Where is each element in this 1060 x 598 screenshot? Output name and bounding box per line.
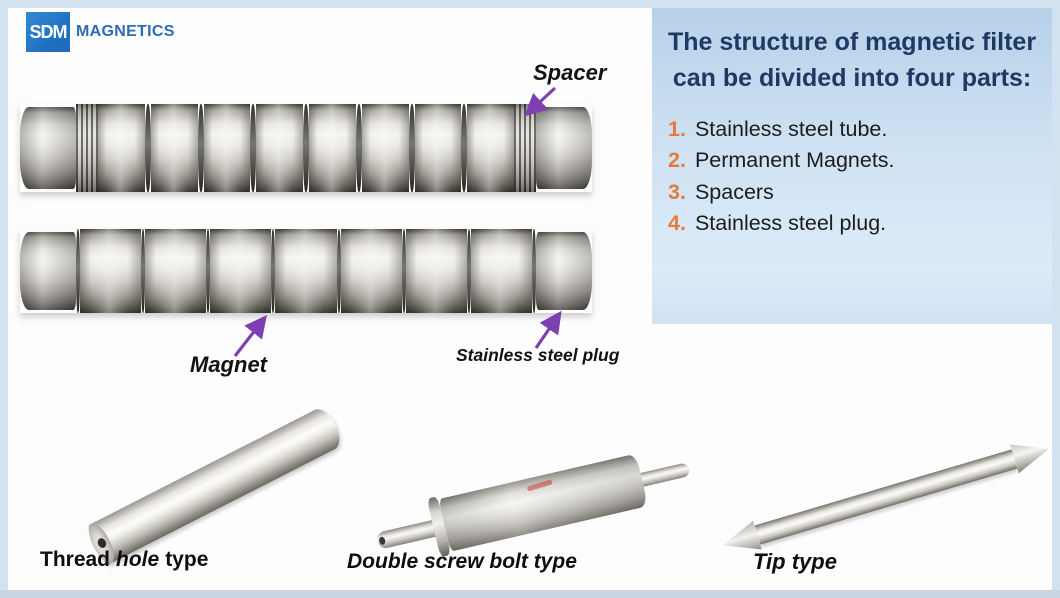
brand-name: MAGNETICS xyxy=(76,23,175,40)
frame-top xyxy=(0,0,1060,8)
label-word: Thread xyxy=(40,548,111,571)
thread-hole-rod xyxy=(83,404,346,567)
segment-ring xyxy=(144,104,151,192)
spacer-rings xyxy=(514,104,536,192)
spacer-label: Spacer xyxy=(533,60,607,85)
list-item: 1. Stainless steel tube. xyxy=(668,114,1052,146)
item-text: Permanent Magnets. xyxy=(694,148,895,172)
magnet-segment xyxy=(361,104,409,192)
item-number: 3. xyxy=(668,179,686,204)
magnet-segment xyxy=(470,229,532,313)
segment-ring xyxy=(408,104,415,192)
steel-plug-end xyxy=(536,107,592,189)
thread-hole-type-photo xyxy=(68,404,368,567)
magnet-segment xyxy=(210,229,272,313)
segment-ring xyxy=(355,104,362,192)
spacer-rings xyxy=(76,104,98,192)
magnet-segment xyxy=(414,104,462,192)
steel-plug-end xyxy=(20,232,76,310)
screw-bolt-left xyxy=(375,519,436,550)
screw-bolt-right xyxy=(640,462,691,487)
segment-ring xyxy=(466,229,471,313)
segment-ring xyxy=(141,229,146,313)
magnet-arrow-icon xyxy=(233,314,267,357)
item-number: 4. xyxy=(668,211,686,235)
magnet-segment xyxy=(150,104,198,192)
magnetic-filter-bar-plain xyxy=(20,229,592,313)
item-text: Stainless steel plug. xyxy=(694,211,887,235)
magnet-segment xyxy=(98,104,145,192)
segment-ring xyxy=(206,229,211,313)
frame-right xyxy=(1052,0,1060,598)
parts-list: 1. Stainless steel tube. 2. Permanent Magn… xyxy=(652,114,1052,240)
label-word: type xyxy=(165,548,209,571)
stainless-steel-plug-label: Stainless steel plug xyxy=(456,345,620,365)
sdm-logo-square: SDM xyxy=(26,12,70,52)
magnet-segment xyxy=(203,104,251,192)
list-item: 3. Spacers xyxy=(668,177,1052,209)
segment-ring xyxy=(401,229,406,313)
segment-ring xyxy=(76,229,80,313)
item-text: Spacers xyxy=(694,179,774,204)
magnet-segment xyxy=(467,104,514,192)
magnetic-filter-bar-with-spacers xyxy=(20,104,592,192)
magnet-segment xyxy=(405,229,467,313)
rod-body xyxy=(754,449,1018,545)
rod-body xyxy=(438,453,649,552)
magnet-segment xyxy=(340,229,402,313)
item-number: 1. xyxy=(668,116,686,141)
magnet-segment xyxy=(145,229,207,313)
magnet-segment xyxy=(80,229,142,313)
item-text: Stainless steel tube. xyxy=(694,116,888,141)
steel-plug-end xyxy=(20,107,76,189)
segment-ring xyxy=(250,104,257,192)
magnet-segment xyxy=(275,229,337,313)
plug-arrow-icon xyxy=(534,310,562,349)
panel-heading: The structure of magnetic filter can be … xyxy=(667,28,1037,92)
tip-rod xyxy=(718,431,1054,562)
info-panel: The structure of magnetic filter can be … xyxy=(652,8,1052,324)
brand-logo: SDM MAGNETICS xyxy=(26,12,175,52)
segment-ring xyxy=(531,229,536,313)
label-word-italic: hole xyxy=(116,548,160,571)
list-item: 2. Permanent Magnets. xyxy=(668,145,1052,177)
magnet-segment xyxy=(309,104,356,192)
double-screw-bolt-type-label: Double screw bolt type xyxy=(347,550,577,573)
frame-bottom xyxy=(0,590,1060,598)
frame-left xyxy=(0,0,8,598)
segment-ring xyxy=(461,104,468,192)
steel-plug-end xyxy=(535,232,592,310)
segment-ring xyxy=(197,104,204,192)
red-mark xyxy=(526,479,554,492)
magnet-segment xyxy=(256,104,303,192)
segment-ring xyxy=(271,229,276,313)
list-item: 4. Stainless steel plug. xyxy=(668,208,1052,240)
spacer-arrow-icon xyxy=(524,86,557,117)
segment-ring xyxy=(303,104,309,192)
magnet-label: Magnet xyxy=(190,352,267,377)
tip-type-label: Tip type xyxy=(753,549,837,574)
bolt-hole xyxy=(378,535,386,545)
item-number: 2. xyxy=(668,148,686,172)
segment-ring xyxy=(336,229,341,313)
